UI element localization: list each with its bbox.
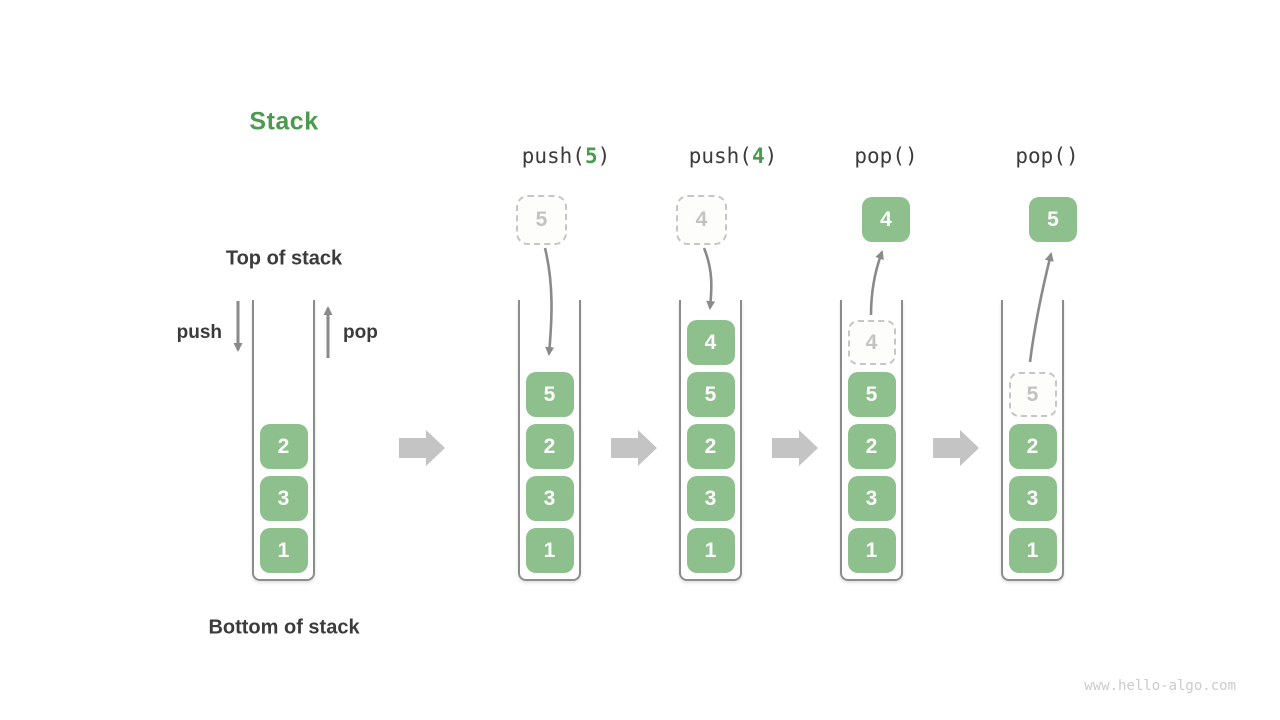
op-text: pop() [854,144,918,168]
op-label-pop-1: pop() [854,144,917,168]
stack-cell: 2 [1008,424,1057,469]
stack-cell: 2 [686,424,735,469]
push-label: push [176,322,222,343]
stack-cell: 2 [847,424,896,469]
stack-cell: 1 [1008,528,1057,573]
watermark: www.hello-algo.com [1084,678,1236,694]
popped-value-5: 5 [1029,197,1077,242]
transition-arrow-3 [772,430,818,466]
transition-arrow-2 [611,430,657,466]
stack-cells: 4 5 2 3 1 [681,300,740,579]
op-text: ) [597,144,611,168]
stack-cell: 1 [686,528,735,573]
transition-arrow-1 [399,430,445,466]
popped-value-4: 4 [862,197,910,242]
stack-cell: 3 [686,476,735,521]
stack-cells: 4 5 2 3 1 [842,300,901,579]
stack-container-initial: 2 3 1 [252,300,315,581]
op-text: push( [521,144,585,168]
pending-push-value-5: 5 [516,195,567,245]
stack-cell: 4 [686,320,735,365]
stack-cell: 1 [525,528,574,573]
op-text: push( [688,144,752,168]
diagram-title: Stack [249,107,319,136]
stack-cell: 3 [1008,476,1057,521]
stack-cell: 5 [686,372,735,417]
stack-cell: 2 [525,424,574,469]
transition-arrow-4 [933,430,979,466]
stack-container-push-4: 4 5 2 3 1 [679,300,742,581]
stack-container-push-5: 5 2 3 1 [518,300,581,581]
stack-cell: 5 [525,372,574,417]
push-4-arrow [702,247,716,310]
op-arg: 5 [584,144,598,168]
stack-container-pop-2: 5 2 3 1 [1001,300,1064,581]
pop-label: pop [343,322,378,343]
stack-cell-ghost: 5 [1008,372,1057,417]
op-label-push-4: push(4) [689,144,778,168]
stack-cells: 5 2 3 1 [1003,300,1062,579]
op-text: pop() [1015,144,1079,168]
bottom-of-stack-label: Bottom of stack [208,616,360,639]
stack-cell: 1 [847,528,896,573]
top-of-stack-label: Top of stack [225,247,343,270]
stack-cell-ghost: 4 [847,320,896,365]
op-label-pop-2: pop() [1015,144,1078,168]
stack-cell: 5 [847,372,896,417]
stack-cells: 2 3 1 [254,300,313,579]
stack-cell: 1 [259,528,308,573]
stack-cell: 3 [525,476,574,521]
stack-cell: 2 [259,424,308,469]
stack-cells: 5 2 3 1 [520,300,579,579]
op-label-push-5: push(5) [522,144,611,168]
op-text: ) [764,144,778,168]
op-arg: 4 [751,144,765,168]
stack-container-pop-1: 4 5 2 3 1 [840,300,903,581]
pending-push-value-4: 4 [676,195,727,245]
stack-cell: 3 [847,476,896,521]
stack-cell: 3 [259,476,308,521]
